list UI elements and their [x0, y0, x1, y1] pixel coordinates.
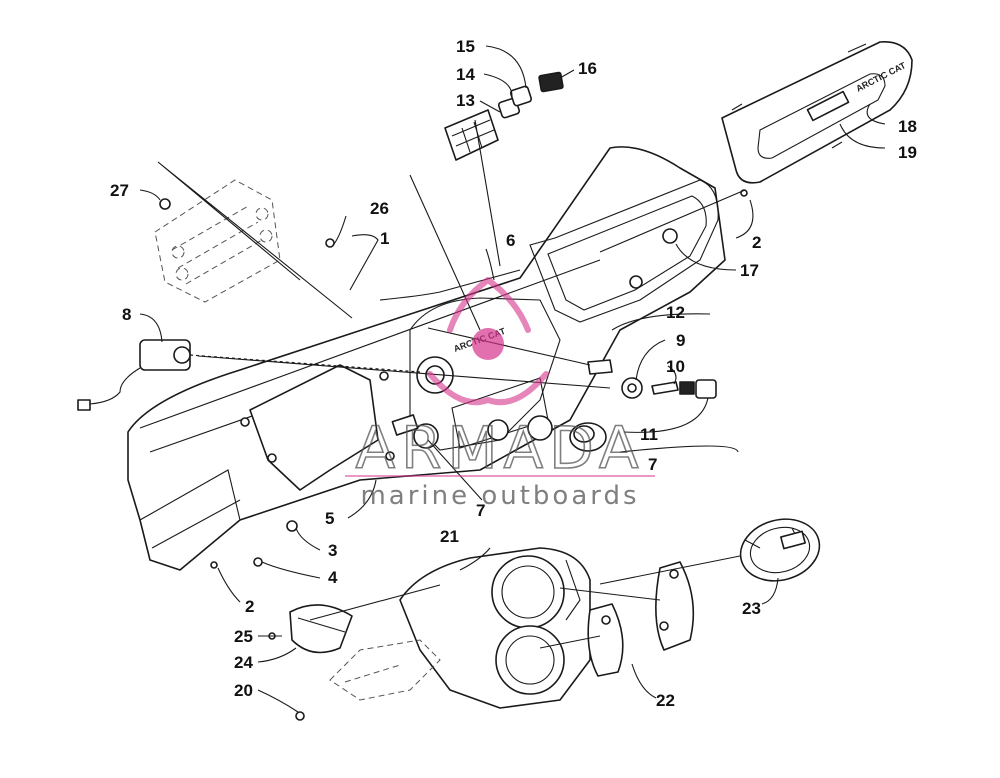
callout-25: 25	[234, 627, 253, 646]
callout-20: 20	[234, 681, 253, 700]
callout-leaders	[139, 45, 886, 713]
watermark: ARMADA marine outboards	[345, 277, 655, 511]
callout-9: 9	[676, 331, 685, 350]
callout-1: 1	[380, 229, 389, 248]
callout-13: 13	[456, 91, 475, 110]
callout-27: 27	[110, 181, 129, 200]
callout-3: 3	[328, 541, 337, 560]
callout-10: 10	[666, 357, 685, 376]
ghost-mounting-bracket	[154, 161, 353, 319]
knob	[569, 422, 607, 452]
gauge-bezel	[399, 547, 591, 709]
watermark-subtitle: marine outboards	[360, 481, 639, 511]
watermark-anchor-icon	[472, 328, 504, 360]
gauge-cup	[289, 604, 353, 654]
callout-7-lower: 7	[476, 501, 485, 520]
callout-labels: 1 2 2 3 4 5 6 7 7 8 9 10 11 12 13 14 15 …	[110, 37, 917, 710]
warning-decals	[587, 561, 695, 677]
assembly-lines	[189, 174, 746, 649]
callout-15: 15	[456, 37, 475, 56]
ghost-lower-panel	[329, 639, 441, 701]
callout-17: 17	[740, 261, 759, 280]
callout-6: 6	[506, 231, 515, 250]
key-parts	[587, 359, 717, 399]
callout-18: 18	[898, 117, 917, 136]
callout-24: 24	[234, 653, 253, 672]
callout-23: 23	[742, 599, 761, 618]
callout-7-right: 7	[648, 455, 657, 474]
callout-12: 12	[666, 303, 685, 322]
watermark-title: ARMADA	[355, 414, 644, 482]
callout-4: 4	[328, 568, 338, 587]
callout-22: 22	[656, 691, 675, 710]
callout-16: 16	[578, 59, 597, 78]
callout-26: 26	[370, 199, 389, 218]
callout-11: 11	[640, 425, 658, 444]
callout-14: 14	[456, 65, 475, 84]
callout-2-upper: 2	[752, 233, 761, 252]
fasteners	[159, 189, 748, 721]
callout-19: 19	[898, 143, 917, 162]
dashboard-panel	[127, 146, 726, 571]
switch-assembly	[444, 71, 564, 161]
callout-8: 8	[122, 305, 131, 324]
storage-lid	[721, 41, 913, 184]
speedometer	[739, 518, 821, 582]
callout-21: 21	[440, 527, 459, 546]
callout-5: 5	[325, 509, 334, 528]
callout-2-lower: 2	[245, 597, 254, 616]
